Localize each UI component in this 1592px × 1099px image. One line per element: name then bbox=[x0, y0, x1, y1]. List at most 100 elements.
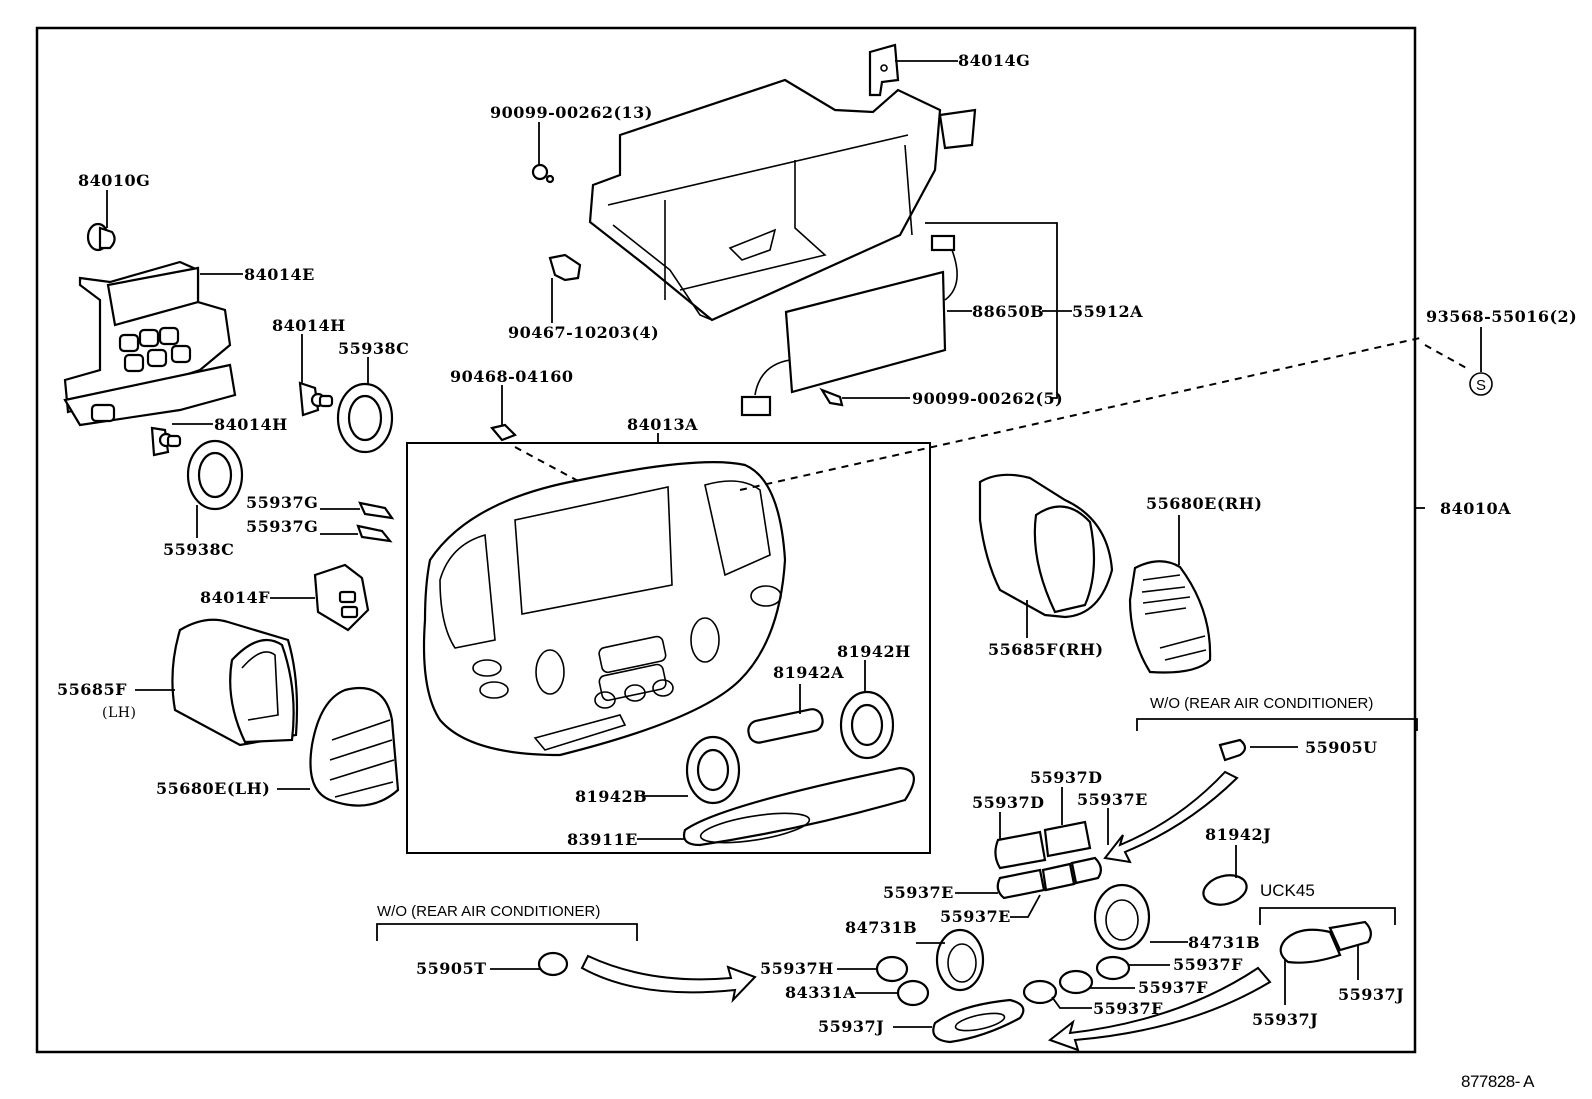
callout-55912A: 55912A bbox=[1072, 302, 1143, 321]
ring-55938C-lower bbox=[186, 439, 244, 511]
callout-84014F: 84014F bbox=[200, 588, 270, 607]
harness-84014E bbox=[63, 260, 237, 427]
ring-81942H bbox=[839, 690, 895, 760]
callout-84014H-upper: 84014H bbox=[272, 316, 346, 335]
callout-84013A: 84013A bbox=[627, 415, 698, 434]
module-88650B bbox=[740, 234, 958, 417]
callout-55937E-top: 55937E bbox=[1077, 790, 1148, 809]
callout-83911E: 83911E bbox=[567, 830, 638, 849]
bulb-84010G bbox=[86, 222, 116, 252]
callout-55937G-upper: 55937G bbox=[246, 493, 318, 512]
center-cluster-bezel bbox=[422, 461, 787, 757]
callout-93568-55016: 93568-55016(2) bbox=[1426, 307, 1577, 326]
note-bracket-uck45 bbox=[1259, 907, 1396, 925]
knob-84331A bbox=[896, 979, 930, 1007]
ring-55938C-upper bbox=[336, 382, 394, 454]
note-bracket-right bbox=[1136, 718, 1418, 731]
plate-83911E bbox=[682, 766, 915, 847]
vent-55680E-RH bbox=[1128, 560, 1212, 674]
callout-84014E: 84014E bbox=[244, 265, 315, 284]
note-bracket-left bbox=[376, 923, 638, 941]
button-55937J-uck45 bbox=[1279, 920, 1372, 964]
callout-55937E-left: 55937E bbox=[883, 883, 954, 902]
knob-55937F-a bbox=[1095, 955, 1131, 981]
plate-55937J bbox=[932, 998, 1025, 1044]
strip-81942A bbox=[747, 708, 824, 744]
assembly-frame bbox=[35, 26, 1417, 1054]
callout-81942A: 81942A bbox=[773, 663, 844, 682]
switch-84014F bbox=[313, 563, 370, 632]
callout-55937H: 55937H bbox=[760, 959, 834, 978]
callout-55937F-c: 55937F bbox=[1093, 999, 1163, 1018]
socket-84014H-lower bbox=[150, 426, 182, 457]
callout-90099-00262-5: 90099-00262(5) bbox=[912, 389, 1063, 408]
callout-90467-10203: 90467-10203(4) bbox=[508, 323, 659, 342]
duct-55685F-RH bbox=[978, 473, 1114, 619]
callout-55937D-right: 55937D bbox=[1030, 768, 1103, 787]
callout-55685F-RH: 55685F(RH) bbox=[988, 640, 1104, 659]
callout-81942B: 81942B bbox=[575, 787, 647, 806]
callout-55937J-bottom: 55937J bbox=[818, 1017, 884, 1036]
callout-55685F-LH: 55685F bbox=[57, 680, 127, 699]
knob-55937G-lower bbox=[356, 524, 393, 543]
sub-assembly-frame bbox=[406, 442, 931, 854]
callout-90099-00262-13: 90099-00262(13) bbox=[490, 103, 653, 122]
clip-90468-04160 bbox=[490, 423, 517, 442]
callout-55937G-lower: 55937G bbox=[246, 517, 318, 536]
callout-55905U: 55905U bbox=[1305, 738, 1378, 757]
callout-84014H-lower: 84014H bbox=[214, 415, 288, 434]
callout-81942H: 81942H bbox=[837, 642, 911, 661]
knob-55905U bbox=[1218, 738, 1247, 762]
arrow-55905T-icon bbox=[580, 954, 757, 1004]
callout-55685F-LH-side: (LH) bbox=[102, 705, 136, 721]
arrow-55905U-icon bbox=[1103, 770, 1239, 864]
callout-88650B: 88650B bbox=[972, 302, 1044, 321]
button-55937E bbox=[996, 856, 1102, 900]
callout-84731B-right: 84731B bbox=[1188, 933, 1260, 952]
socket-84014H-upper bbox=[298, 381, 334, 417]
callout-55680E-LH: 55680E(LH) bbox=[156, 779, 270, 798]
callout-84731B-left: 84731B bbox=[845, 918, 917, 937]
screw-90099-00262-13 bbox=[531, 163, 555, 184]
callout-84014G: 84014G bbox=[958, 51, 1030, 70]
callout-55937J-uck45-left: 55937J bbox=[1252, 1010, 1318, 1029]
vent-55680E-LH bbox=[309, 686, 400, 807]
screw-90099-00262-5 bbox=[819, 387, 844, 407]
callout-84331A: 84331A bbox=[785, 983, 856, 1002]
callout-55905T: 55905T bbox=[416, 959, 487, 978]
callout-55938C-upper: 55938C bbox=[338, 339, 409, 358]
callout-55938C-lower: 55938C bbox=[163, 540, 234, 559]
callout-81942J: 81942J bbox=[1205, 825, 1271, 844]
note-uck45: UCK45 bbox=[1260, 881, 1315, 900]
callout-55937F-b: 55937F bbox=[1138, 978, 1208, 997]
callout-55937F-a: 55937F bbox=[1173, 955, 1243, 974]
note-wo-rear-ac-left: W/O (REAR AIR CONDITIONER) bbox=[377, 903, 600, 920]
ring-81942B bbox=[685, 735, 741, 805]
s-symbol-text: S bbox=[1476, 377, 1486, 394]
duct-55685F-LH bbox=[171, 618, 299, 747]
knob-55937F-c bbox=[1022, 979, 1058, 1005]
clip-90467-10203 bbox=[548, 253, 582, 282]
knob-55937F-b bbox=[1058, 969, 1094, 995]
s-symbol-icon bbox=[1469, 372, 1493, 396]
callout-55937D-left: 55937D bbox=[972, 793, 1045, 812]
callout-55937E-bottom: 55937E bbox=[940, 907, 1011, 926]
ring-81942J bbox=[1202, 874, 1248, 906]
group-bracket-55912A bbox=[925, 222, 1058, 399]
knob-84731B-left bbox=[935, 928, 985, 992]
callout-84010G: 84010G bbox=[78, 171, 150, 190]
knob-55905T bbox=[537, 951, 569, 977]
knob-55937G-upper bbox=[358, 501, 395, 520]
callout-84010A: 84010A bbox=[1440, 499, 1511, 518]
button-55937D bbox=[994, 820, 1092, 870]
note-wo-rear-ac-right: W/O (REAR AIR CONDITIONER) bbox=[1150, 695, 1373, 712]
bracket-box bbox=[588, 78, 977, 322]
callout-90468-04160: 90468-04160 bbox=[450, 367, 573, 386]
callout-55680E-RH: 55680E(RH) bbox=[1146, 494, 1262, 513]
callout-55937J-uck45-right: 55937J bbox=[1338, 985, 1404, 1004]
arrow-uck45-icon bbox=[1047, 966, 1272, 1052]
knob-84731B-right bbox=[1093, 883, 1151, 951]
knob-55937H bbox=[875, 955, 909, 983]
clip-84014G bbox=[868, 43, 900, 97]
